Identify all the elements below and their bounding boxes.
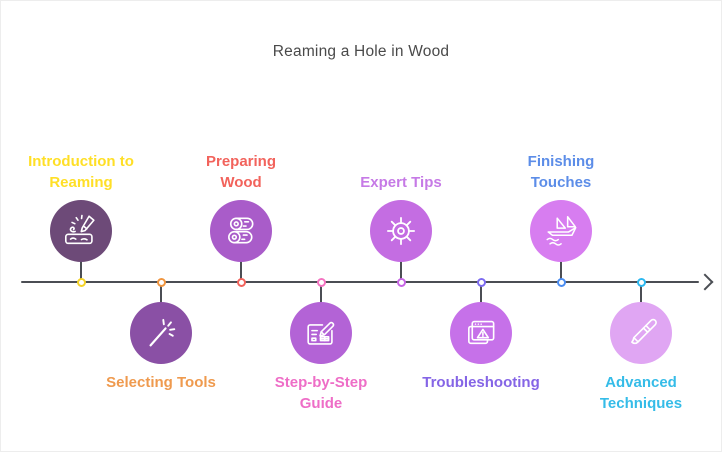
timeline-axis-dot — [236, 277, 246, 287]
label-line: Touches — [530, 174, 592, 191]
label-line: Guide — [299, 395, 343, 412]
timeline-axis-dot — [476, 277, 486, 287]
label-line: Wood — [220, 174, 262, 191]
timeline-axis-dot — [316, 277, 326, 287]
label-line: Expert Tips — [360, 174, 442, 191]
node-connector-line — [480, 282, 482, 304]
timeline-node-circle — [130, 302, 192, 364]
timeline-axis-dot — [156, 277, 166, 287]
timeline-item-label: Introduction to Reaming — [6, 151, 156, 193]
clipboard-pencil-icon — [302, 314, 340, 352]
node-connector-line — [80, 259, 82, 282]
wood-carving-icon — [62, 212, 100, 250]
label-line: Preparing — [205, 153, 277, 170]
timeline-axis-dot — [76, 277, 86, 287]
timeline-axis-dot — [636, 277, 646, 287]
timeline-node-circle — [370, 200, 432, 262]
wood-logs-icon — [222, 212, 260, 250]
timeline-node-circle — [210, 200, 272, 262]
timeline-node-circle — [290, 302, 352, 364]
timeline-node-circle — [450, 302, 512, 364]
label-line: Reaming — [49, 174, 113, 191]
timeline-axis-dot — [556, 277, 566, 287]
label-line: Troubleshooting — [422, 374, 540, 391]
magic-wand-icon — [142, 314, 180, 352]
chisel-icon — [622, 314, 660, 352]
label-line: Step-by-Step — [274, 374, 368, 391]
browser-warning-icon — [462, 314, 500, 352]
ship-wheel-icon — [382, 212, 420, 250]
timeline-axis-dot — [396, 277, 406, 287]
node-connector-line — [240, 259, 242, 282]
timeline-item-label: Troubleshooting — [406, 372, 556, 393]
node-connector-line — [320, 282, 322, 304]
label-line: Finishing — [527, 153, 595, 170]
timeline-item-label: Expert Tips — [326, 172, 476, 193]
node-connector-line — [160, 282, 162, 304]
label-line: Introduction to — [28, 153, 134, 170]
page-title: Reaming a Hole in Wood — [272, 43, 450, 60]
node-connector-line — [560, 259, 562, 282]
arrow-right-icon — [696, 273, 714, 291]
label-line: Techniques — [599, 395, 683, 412]
timeline-node-circle — [530, 200, 592, 262]
timeline-node-circle — [50, 200, 112, 262]
label-line: Selecting Tools — [106, 374, 216, 391]
timeline-item-label: Selecting Tools — [86, 372, 236, 393]
timeline-axis — [21, 281, 699, 283]
sailboat-icon — [542, 212, 580, 250]
node-connector-line — [640, 282, 642, 304]
label-line: Advanced — [605, 374, 677, 391]
node-connector-line — [400, 259, 402, 282]
timeline-node-circle — [610, 302, 672, 364]
